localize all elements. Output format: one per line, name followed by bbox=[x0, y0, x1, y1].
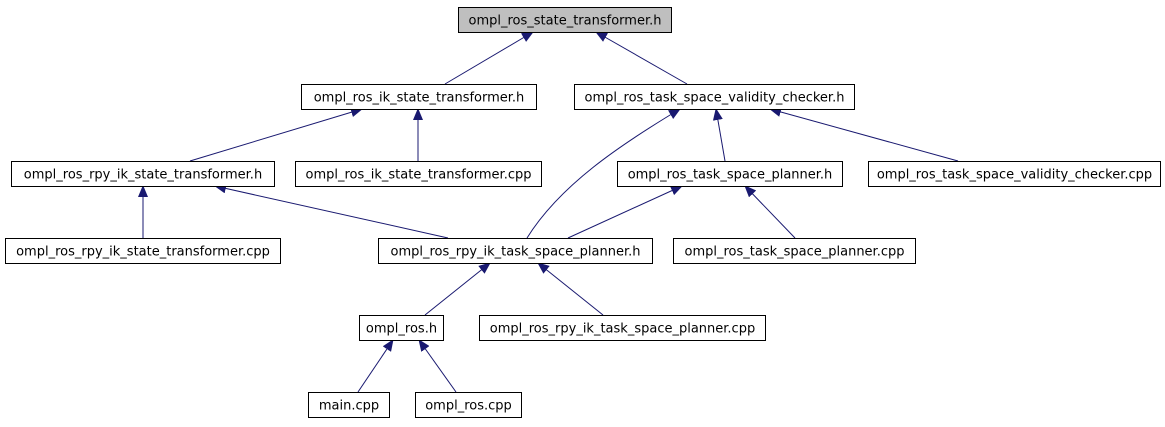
edge-ompl-ros-task-space-planner-cpp-to-ompl-ros-task-space-planner-h bbox=[744, 185, 796, 239]
node-label: ompl_ros_ik_state_transformer.cpp bbox=[305, 168, 531, 183]
node-label: ompl_ros_rpy_ik_task_space_planner.cpp bbox=[490, 322, 755, 337]
node-label: main.cpp bbox=[319, 399, 379, 414]
node-box bbox=[617, 161, 843, 187]
node-label: ompl_ros_ik_state_transformer.h bbox=[314, 91, 525, 106]
node-box bbox=[868, 161, 1161, 187]
node-ompl-ros-rpy-ik-state-transformer-h[interactable]: ompl_ros_rpy_ik_state_transformer.h bbox=[11, 161, 275, 187]
node-ompl-ros-task-space-validity-checker-cpp[interactable]: ompl_ros_task_space_validity_checker.cpp bbox=[868, 161, 1161, 187]
node-ompl-ros-rpy-ik-task-space-planner-cpp[interactable]: ompl_ros_rpy_ik_task_space_planner.cpp bbox=[479, 315, 766, 341]
edge-ompl-ros-rpy-ik-task-space-planner-cpp-to-ompl-ros-rpy-ik-task-space-planner-h bbox=[537, 262, 604, 316]
node-label: ompl_ros_rpy_ik_state_transformer.cpp bbox=[16, 245, 270, 260]
node-box bbox=[415, 392, 522, 418]
node-label: ompl_ros_rpy_ik_task_space_planner.h bbox=[390, 245, 640, 260]
node-label: ompl_ros_task_space_planner.h bbox=[628, 168, 833, 183]
node-box bbox=[458, 7, 672, 33]
node-box bbox=[378, 238, 653, 264]
edge-ompl-ros-rpy-ik-task-space-planner-h-to-ompl-ros-task-space-validity-checker-h bbox=[526, 108, 681, 239]
node-ompl-ros-ik-state-transformer-h[interactable]: ompl_ros_ik_state_transformer.h bbox=[301, 84, 537, 110]
edge-ompl-ros-rpy-ik-task-space-planner-h-to-ompl-ros-task-space-planner-h bbox=[567, 185, 683, 239]
node-box bbox=[301, 84, 537, 110]
node-box bbox=[295, 161, 542, 187]
node-ompl-ros-ik-state-transformer-cpp[interactable]: ompl_ros_ik_state_transformer.cpp bbox=[295, 161, 542, 187]
node-ompl-ros-rpy-ik-state-transformer-cpp[interactable]: ompl_ros_rpy_ik_state_transformer.cpp bbox=[5, 238, 281, 264]
edge-ompl-ros-task-space-validity-checker-cpp-to-ompl-ros-task-space-validity-checker-h bbox=[769, 107, 959, 162]
edge-ompl-ros-ik-state-transformer-h-to-ompl-ros-state-transformer-h bbox=[444, 31, 534, 85]
node-ompl-ros-cpp[interactable]: ompl_ros.cpp bbox=[415, 392, 522, 418]
edge-ompl-ros-task-space-planner-h-to-ompl-ros-task-space-validity-checker-h bbox=[712, 108, 726, 162]
node-box bbox=[673, 238, 916, 264]
edge-main-cpp-to-ompl-ros-h bbox=[357, 339, 394, 393]
node-label: ompl_ros_task_space_planner.cpp bbox=[684, 245, 904, 260]
edge-ompl-ros-h-to-ompl-ros-rpy-ik-task-space-planner-h bbox=[424, 262, 491, 316]
node-ompl-ros-task-space-planner-cpp[interactable]: ompl_ros_task_space_planner.cpp bbox=[673, 238, 916, 264]
node-box bbox=[359, 315, 444, 341]
edge-ompl-ros-cpp-to-ompl-ros-h bbox=[418, 339, 457, 393]
node-ompl-ros-rpy-ik-task-space-planner-h[interactable]: ompl_ros_rpy_ik_task_space_planner.h bbox=[378, 238, 653, 264]
node-box bbox=[574, 84, 855, 110]
edges-layer bbox=[138, 31, 959, 393]
node-ompl-ros-task-space-validity-checker-h[interactable]: ompl_ros_task_space_validity_checker.h bbox=[574, 84, 855, 110]
node-box bbox=[5, 238, 281, 264]
node-label: ompl_ros.h bbox=[366, 322, 437, 337]
node-label: ompl_ros.cpp bbox=[425, 399, 512, 414]
nodes-layer: ompl_ros_state_transformer.h ompl_ros_ik_… bbox=[5, 7, 1161, 418]
edge-ompl-ros-rpy-ik-task-space-planner-h-to-ompl-ros-rpy-ik-state-transformer-h bbox=[214, 183, 449, 239]
node-label: ompl_ros_task_space_validity_checker.h bbox=[585, 91, 845, 106]
edge-ompl-ros-task-space-validity-checker-h-to-ompl-ros-state-transformer-h bbox=[595, 31, 688, 85]
node-ompl-ros-task-space-planner-h[interactable]: ompl_ros_task_space_planner.h bbox=[617, 161, 843, 187]
node-box bbox=[308, 392, 390, 418]
node-label: ompl_ros_task_space_validity_checker.cpp bbox=[877, 168, 1152, 183]
node-label: ompl_ros_state_transformer.h bbox=[469, 14, 662, 29]
node-box bbox=[11, 161, 275, 187]
edge-ompl-ros-rpy-ik-state-transformer-h-to-ompl-ros-ik-state-transformer-h bbox=[189, 107, 363, 162]
node-label: ompl_ros_rpy_ik_state_transformer.h bbox=[24, 168, 262, 183]
node-ompl-ros-h[interactable]: ompl_ros.h bbox=[359, 315, 444, 341]
node-box bbox=[479, 315, 766, 341]
node-main-cpp[interactable]: main.cpp bbox=[308, 392, 390, 418]
node-ompl-ros-state-transformer-h: ompl_ros_state_transformer.h bbox=[458, 7, 672, 33]
